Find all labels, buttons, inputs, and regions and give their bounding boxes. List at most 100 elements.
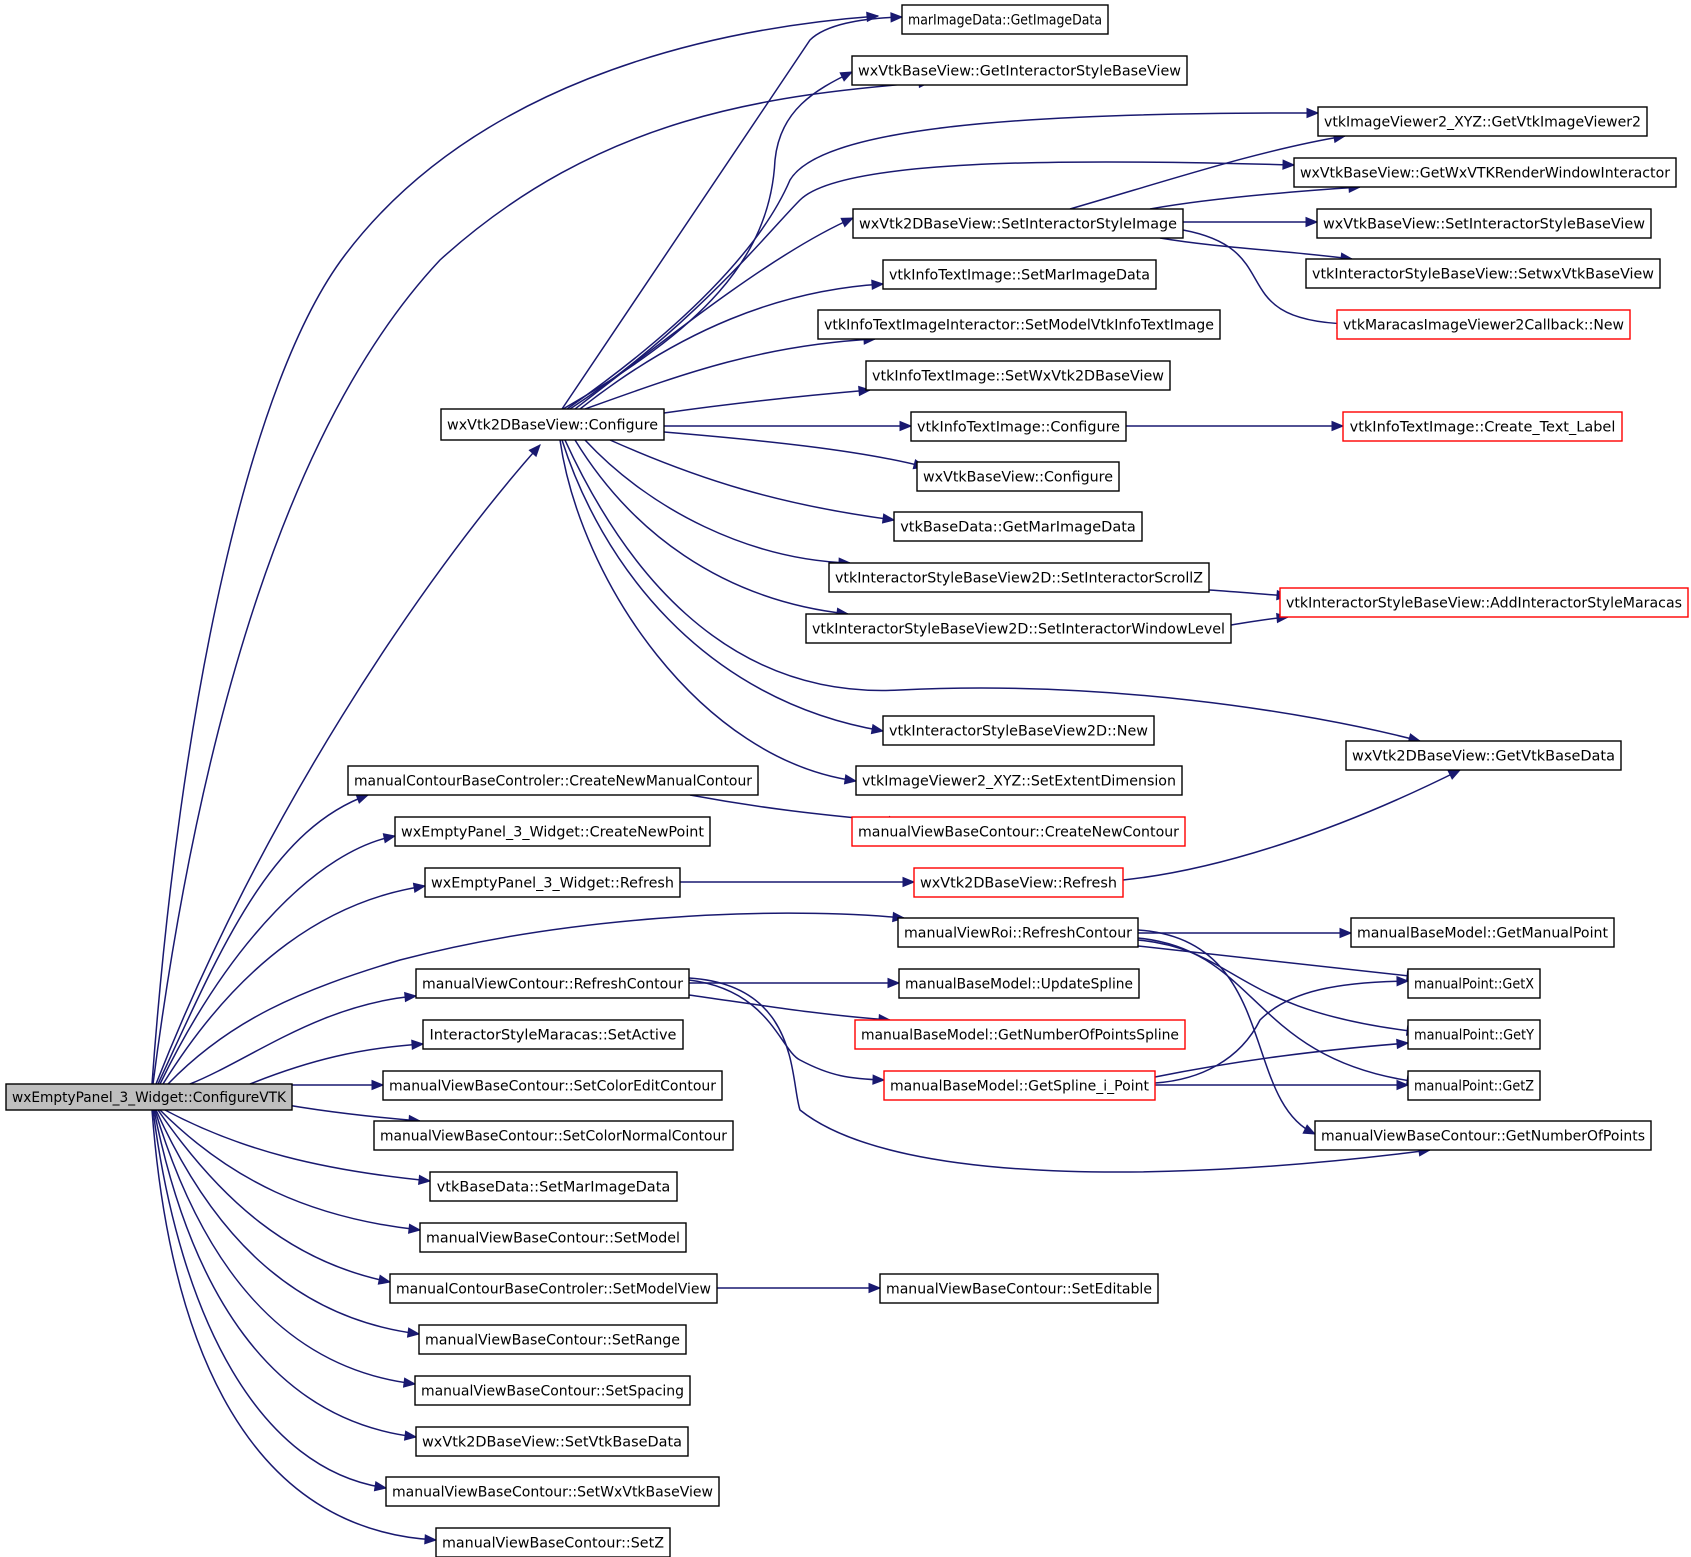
node-setrange[interactable]: manualViewBaseContour::SetRange (418, 1324, 687, 1355)
edge-cfg-to-itcfg (664, 420, 913, 432)
node-setmarimg2[interactable]: vtkBaseData::SetMarImageData (429, 1171, 678, 1202)
node-ctl[interactable]: vtkInfoTextImage::Create_Text_Label (1342, 411, 1623, 442)
arrowhead (870, 723, 885, 735)
node-getvtkiv2[interactable]: vtkImageViewer2_XYZ::GetVtkImageViewer2 (1317, 106, 1648, 137)
node-setisbv[interactable]: wxVtkBaseView::SetInteractorStyleBaseVie… (1316, 208, 1652, 239)
node-setisi[interactable]: wxVtk2DBaseView::SetInteractorStyleImage (852, 208, 1184, 239)
edge-getsip-to-getx (1154, 975, 1410, 1084)
node-box (817, 309, 1221, 340)
node-getnop[interactable]: manualViewBaseContour::GetNumberOfPoints (1314, 1120, 1652, 1151)
node-setz[interactable]: manualViewBaseContour::SetZ (435, 1527, 671, 1557)
arrowhead (411, 1039, 425, 1051)
node-setwxv2d[interactable]: vtkInfoTextImage::SetWxVtk2DBaseView (865, 360, 1171, 391)
edge-cfg-to-setmarimg (579, 279, 885, 410)
node-box (389, 1273, 718, 1304)
node-box (901, 4, 1109, 35)
node-mivcbnew[interactable]: vtkMaracasImageViewer2Callback::New (1336, 309, 1631, 340)
node-roirc[interactable]: manualViewRoi::RefreshContour (897, 917, 1139, 948)
arrowhead (424, 1534, 438, 1545)
node-getmarimg[interactable]: vtkBaseData::GetMarImageData (893, 511, 1143, 542)
node-mvcrc[interactable]: manualViewContour::RefreshContour (415, 968, 690, 999)
node-setmodel2[interactable]: manualViewBaseContour::SetModel (419, 1222, 687, 1253)
node-createmc[interactable]: manualContourBaseControler::CreateNewMan… (347, 765, 759, 796)
node-setvbd[interactable]: wxVtk2DBaseView::SetVtkBaseData (415, 1426, 689, 1457)
node-box (1407, 968, 1541, 999)
node-setmodel[interactable]: vtkInfoTextImageInteractor::SetModelVtkI… (817, 309, 1221, 340)
node-box (851, 55, 1188, 86)
node-v2drefresh[interactable]: wxVtk2DBaseView::Refresh (913, 867, 1124, 898)
node-box (1336, 309, 1631, 340)
node-getx[interactable]: manualPoint::GetX (1407, 968, 1541, 999)
node-gety[interactable]: manualPoint::GetY (1407, 1019, 1541, 1050)
node-setcnc[interactable]: manualViewBaseContour::SetColorNormalCon… (373, 1120, 734, 1151)
node-box (879, 1273, 1159, 1304)
node-label: vtkInfoTextImageInteractor::SetModelVtkI… (824, 318, 1214, 334)
node-label: vtkBaseData::GetMarImageData (900, 520, 1136, 536)
node-getvbd[interactable]: wxVtk2DBaseView::GetVtkBaseData (1345, 740, 1622, 771)
node-getmp[interactable]: manualBaseModel::GetManualPoint (1350, 917, 1615, 948)
node-setactive[interactable]: InteractorStyleMaracas::SetActive (422, 1019, 684, 1050)
node-box (422, 1019, 684, 1050)
edge-cfg-to-setisi (574, 217, 855, 410)
edge-cfg-to-setscroll (584, 439, 852, 568)
edge-cfg-to-getvtkiv2 (566, 107, 1320, 410)
node-cfg[interactable]: wxVtk2DBaseView::Configure (440, 408, 665, 441)
arrowhead (1305, 216, 1319, 228)
edge-getsip-to-getz (1155, 1079, 1410, 1091)
node-box (851, 816, 1186, 847)
node-label: vtkInfoTextImage::Create_Text_Label (1350, 420, 1616, 436)
node-getsip[interactable]: manualBaseModel::GetSpline_i_Point (883, 1070, 1156, 1101)
node-itcfg[interactable]: vtkInfoTextImage::Configure (910, 411, 1127, 442)
node-box (414, 1375, 691, 1406)
edge-cfg-to-getisbv (562, 71, 854, 410)
node-createnc[interactable]: manualViewBaseContour::CreateNewContour (851, 816, 1186, 847)
node-wxbcfg[interactable]: wxVtkBaseView::Configure (916, 461, 1120, 492)
node-setext[interactable]: vtkImageViewer2_XYZ::SetExtentDimension (855, 765, 1183, 796)
node-setwxvbv2[interactable]: manualViewBaseContour::SetWxVtkBaseView (385, 1476, 720, 1507)
node-getz[interactable]: manualPoint::GetZ (1407, 1070, 1541, 1101)
node-box (854, 1019, 1186, 1050)
node-label: vtkInfoTextImage::SetWxVtk2DBaseView (872, 369, 1164, 385)
edge-itcfg-to-ctl (1126, 420, 1345, 432)
node-root[interactable]: wxEmptyPanel_3_Widget::ConfigureVTK (5, 1083, 293, 1111)
node-seteditable[interactable]: manualViewBaseContour::SetEditable (879, 1273, 1159, 1304)
node-box (415, 1426, 689, 1457)
node-setscroll[interactable]: vtkInteractorStyleBaseView2D::SetInterac… (828, 562, 1210, 593)
node-label: vtkInfoTextImage::Configure (917, 420, 1120, 436)
node-setwxvbv[interactable]: vtkInteractorStyleBaseView::SetwxVtkBase… (1305, 258, 1661, 289)
arrowhead (1302, 1124, 1317, 1135)
node-box (828, 562, 1210, 593)
node-createnp[interactable]: wxEmptyPanel_3_Widget::CreateNewPoint (394, 816, 711, 847)
node-label: manualViewBaseContour::SetRange (425, 1333, 680, 1349)
edge-cfg-to-wxbcfg (663, 431, 927, 470)
node-is2dnew[interactable]: vtkInteractorStyleBaseView2D::New (882, 715, 1155, 746)
edge-roirc-to-getmp (1138, 927, 1353, 939)
node-box (897, 917, 1139, 948)
arrowhead (858, 385, 872, 397)
node-label: wxVtkBaseView::GetInteractorStyleBaseVie… (858, 64, 1181, 80)
node-label: wxVtk2DBaseView::GetVtkBaseData (1352, 749, 1615, 765)
node-box (916, 461, 1120, 492)
node-box (415, 968, 690, 999)
edge-cfg-to-setext (559, 439, 858, 785)
arrowhead (406, 1327, 421, 1338)
node-updspl[interactable]: manualBaseModel::UpdateSpline (898, 968, 1140, 999)
node-getisbv[interactable]: wxVtkBaseView::GetInteractorStyleBaseVie… (851, 55, 1188, 86)
node-label: marImageData::GetImageData (908, 13, 1102, 29)
node-setspacing[interactable]: manualViewBaseContour::SetSpacing (414, 1375, 691, 1406)
node-refresh[interactable]: wxEmptyPanel_3_Widget::Refresh (424, 867, 681, 898)
node-box (910, 411, 1127, 442)
node-label: manualViewBaseContour::SetEditable (886, 1282, 1152, 1298)
node-setcec[interactable]: manualViewBaseContour::SetColorEditConto… (382, 1070, 723, 1101)
edge-roirc-to-getx (1137, 945, 1420, 982)
arrowhead (872, 1074, 886, 1085)
node-getimg[interactable]: marImageData::GetImageData (901, 4, 1109, 35)
node-addism[interactable]: vtkInteractorStyleBaseView::AddInteracto… (1279, 587, 1689, 618)
node-setwl[interactable]: vtkInteractorStyleBaseView2D::SetInterac… (805, 613, 1232, 644)
node-setmv[interactable]: manualContourBaseControler::SetModelView (389, 1273, 718, 1304)
node-setmarimg[interactable]: vtkInfoTextImage::SetMarImageData (882, 259, 1157, 290)
node-getnops[interactable]: manualBaseModel::GetNumberOfPointsSpline (854, 1019, 1186, 1050)
arrowhead (840, 217, 855, 228)
node-getwxrwi[interactable]: wxVtkBaseView::GetWxVTKRenderWindowInter… (1293, 157, 1677, 188)
node-box (419, 1222, 687, 1253)
